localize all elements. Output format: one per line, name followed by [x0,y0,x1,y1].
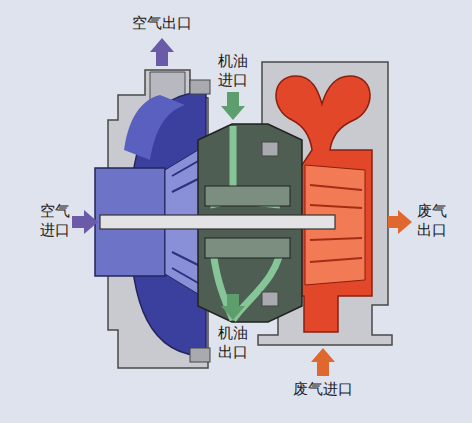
bolt [262,292,278,306]
oil-out-arrow [221,294,245,320]
flow-label: 废气 出口 [415,202,449,240]
air-out-arrow [150,38,174,66]
exhaust-out-arrow [388,210,412,234]
bearing [205,186,290,206]
bolt [190,348,210,362]
exhaust-in-arrow [311,348,335,376]
shaft [100,215,335,229]
oil-in-arrow [221,92,245,120]
flow-label: 机油 出口 [216,324,250,362]
flow-label: 废气进口 [283,380,363,399]
flow-label: 空气出口 [122,14,202,33]
flow-label: 机油 进口 [216,52,250,90]
volute-highlight [124,95,185,160]
bolt [262,142,278,156]
air-in-arrow [72,210,98,234]
bolt [190,80,210,94]
flow-label: 空气 进口 [38,202,72,240]
bearing [205,238,290,258]
